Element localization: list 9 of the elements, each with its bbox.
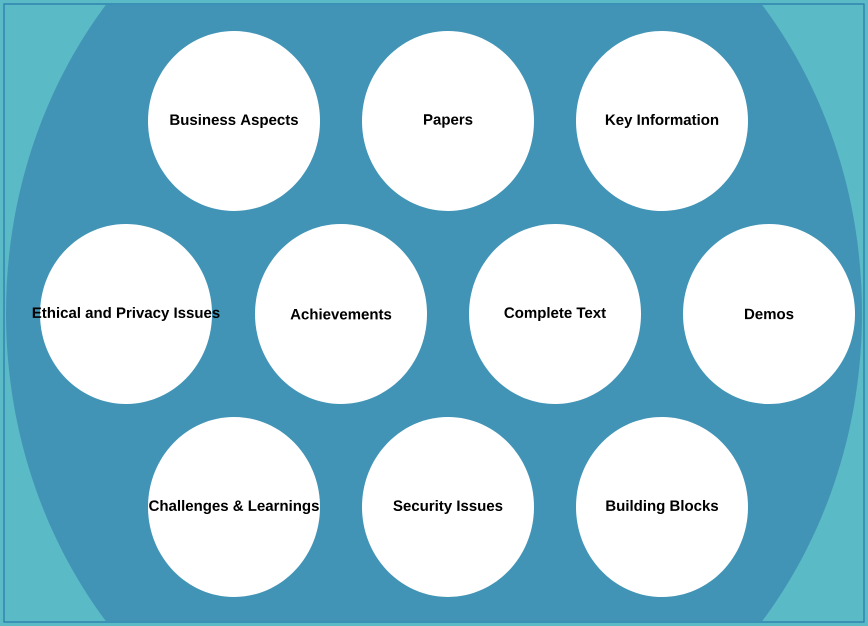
circle-node: Challenges & Learnings xyxy=(148,416,320,597)
circle-node: Papers xyxy=(362,31,534,211)
circle-node: Complete Text xyxy=(469,224,641,404)
circle-node: Security Issues xyxy=(362,416,534,597)
circle-node: Demos xyxy=(683,224,855,404)
circle-node: Business Aspects xyxy=(148,31,320,211)
circle-node: Building Blocks xyxy=(576,416,748,597)
circle-node: Achievements xyxy=(255,224,427,404)
circle-node: Key Information xyxy=(576,31,748,211)
